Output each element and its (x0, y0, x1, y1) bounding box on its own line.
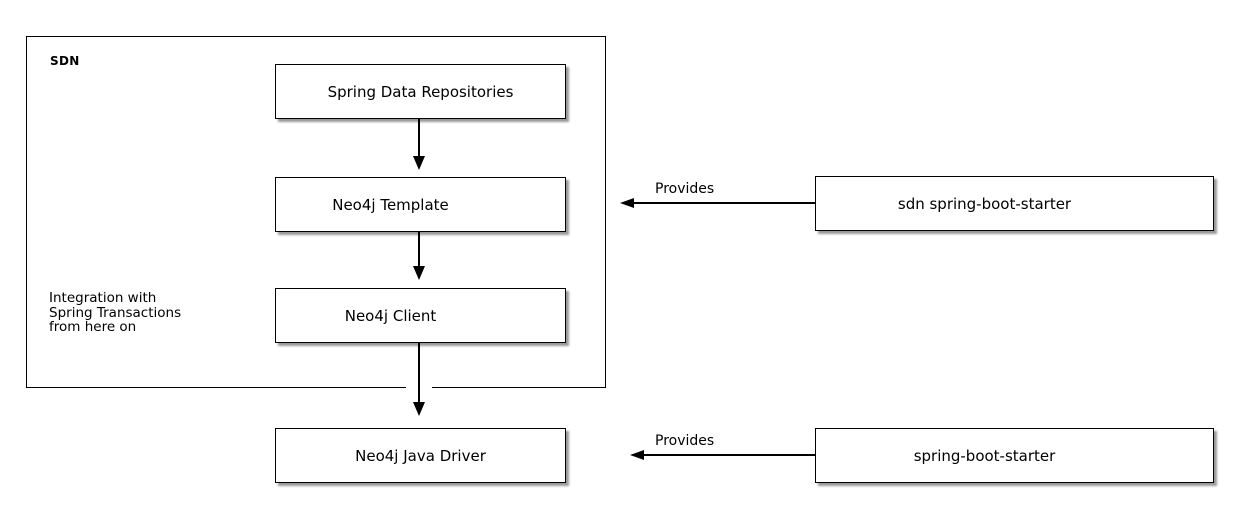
node-label: Neo4j Template (332, 195, 449, 214)
node-label: sdn spring-boot-starter (897, 194, 1072, 213)
arrowhead-down-icon (413, 402, 425, 416)
node-label: spring-boot-starter (913, 446, 1056, 465)
arrowhead-down-icon (413, 156, 425, 170)
provides-label-top: Provides (655, 181, 715, 197)
sdn-group-label: SDN (50, 54, 80, 68)
integration-note: Integration with Spring Transactions fro… (49, 290, 182, 335)
arrowhead-left-icon (620, 198, 634, 208)
arrow-line-sdn-starter-provides (634, 202, 815, 204)
node-spring-boot-starter: spring-boot-starter (815, 428, 1214, 483)
arrowhead-left-icon (630, 450, 644, 460)
node-label: Neo4j Client (344, 306, 437, 325)
node-label: Spring Data Repositories (327, 82, 514, 101)
node-sdn-spring-boot-starter: sdn spring-boot-starter (815, 176, 1214, 231)
arrow-line-client-to-driver (418, 342, 420, 403)
node-neo4j-template: Neo4j Template (275, 177, 566, 232)
provides-label-bottom: Provides (655, 433, 715, 449)
node-spring-data-repositories: Spring Data Repositories (275, 64, 566, 119)
node-neo4j-client: Neo4j Client (275, 288, 566, 343)
arrow-line-boot-starter-provides (644, 454, 815, 456)
arrow-line-template-to-client (418, 231, 420, 267)
node-neo4j-java-driver: Neo4j Java Driver (275, 428, 566, 483)
arrowhead-down-icon (413, 266, 425, 280)
node-label: Neo4j Java Driver (355, 446, 486, 465)
arrow-line-repositories-to-template (418, 118, 420, 157)
